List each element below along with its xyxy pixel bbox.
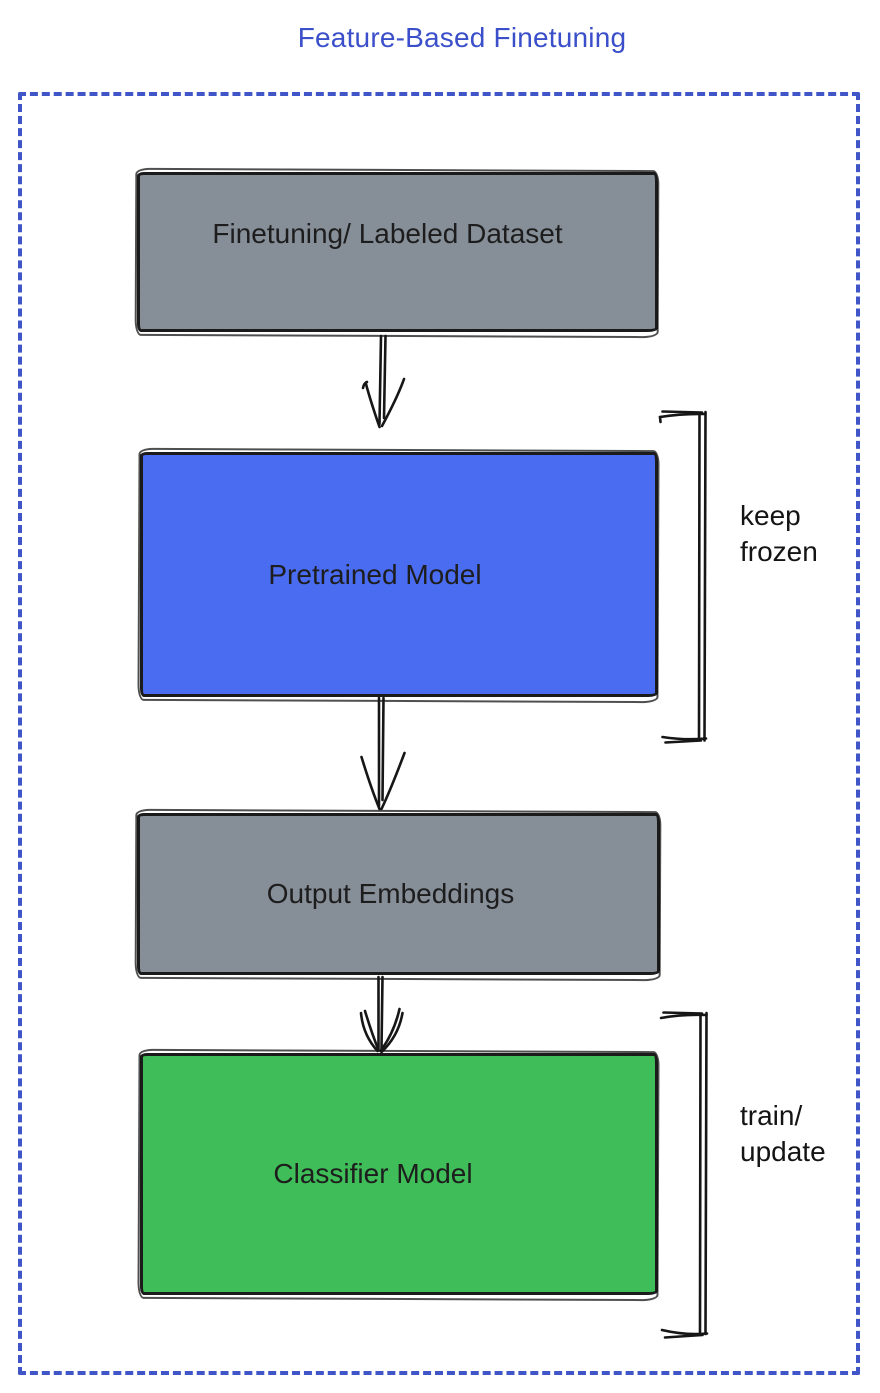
box-finetuning-dataset-label: Finetuning/ Labeled Dataset xyxy=(212,218,563,249)
annotation-keep-frozen-line1: keep xyxy=(740,500,801,531)
box-pretrained-model: Pretrained Model xyxy=(140,452,658,697)
box-classifier-model-label: Classifier Model xyxy=(273,1158,473,1189)
box-pretrained-model-label: Pretrained Model xyxy=(268,558,482,590)
annotation-train-update-line2: update xyxy=(740,1136,826,1167)
box-output-embeddings-label: Output Embeddings xyxy=(266,878,515,909)
annotation-train-update-line1: train/ xyxy=(740,1100,803,1131)
annotation-keep-frozen: keep frozen xyxy=(740,498,818,570)
annotation-train-update: train/ update xyxy=(740,1098,826,1170)
box-output-embeddings: Output Embeddings xyxy=(137,813,660,975)
annotation-keep-frozen-line2: frozen xyxy=(740,536,818,567)
box-finetuning-dataset: Finetuning/ Labeled Dataset xyxy=(137,172,658,332)
dashed-frame xyxy=(18,92,860,1375)
diagram-title: Feature-Based Finetuning xyxy=(297,22,627,53)
box-classifier-model: Classifier Model xyxy=(140,1053,658,1295)
